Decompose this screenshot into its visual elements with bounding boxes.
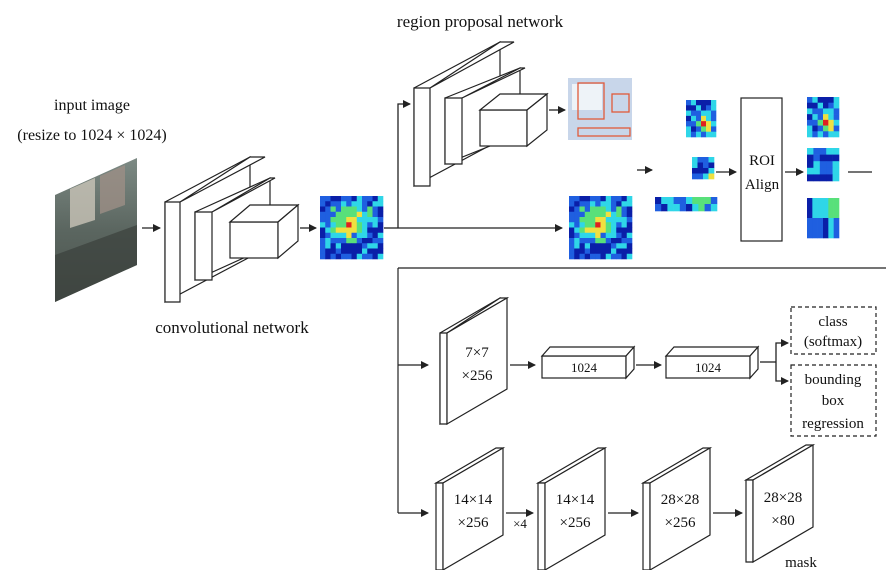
mask-block-2-label-2: ×256 <box>560 515 591 531</box>
resize-note: (resize to 1024 × 1024) <box>17 127 166 144</box>
times4-label: ×4 <box>513 516 527 531</box>
conv-network-block <box>164 156 300 303</box>
conv-title: convolutional network <box>155 318 309 337</box>
aligned-region-1 <box>807 97 840 138</box>
mask-block-4-label-2: ×80 <box>771 513 794 529</box>
rpn-title: region proposal network <box>397 12 564 31</box>
mask-block-3-label-2: ×256 <box>665 515 696 531</box>
crop-region-2 <box>692 157 715 180</box>
mask-block-1-label-1: 14×14 <box>454 492 493 508</box>
proposals-icon <box>568 78 632 140</box>
bbox-label-1: bounding <box>805 372 862 388</box>
fc-input-label-1: 7×7 <box>465 345 489 361</box>
roi-label-1: ROI <box>749 153 775 169</box>
aligned-region-2 <box>807 148 840 182</box>
class-output-box <box>790 306 877 355</box>
mask-block-4-label-1: 28×28 <box>764 490 802 506</box>
fc-input-block <box>439 296 510 426</box>
fc-input-label-2: ×256 <box>462 368 493 384</box>
crop-region-3 <box>655 197 718 212</box>
mask-block-3-label-1: 28×28 <box>661 492 699 508</box>
aligned-region-3 <box>807 198 840 239</box>
bbox-label-3: regression <box>802 416 864 432</box>
mask-block-2 <box>535 446 608 570</box>
arrow-to-bbox <box>775 362 789 385</box>
roi-label-2: Align <box>745 177 780 193</box>
feature-map-icon <box>320 196 384 260</box>
bbox-label-2: box <box>822 393 845 409</box>
bbox-output-box <box>790 364 877 437</box>
class-label-1: class <box>818 314 847 330</box>
mask-block-4 <box>743 443 816 564</box>
mask-block-1-label-2: ×256 <box>458 515 489 531</box>
input-photo-icon <box>55 158 137 302</box>
roi-align-block <box>740 97 783 242</box>
feature-map-roi-icon <box>569 196 633 260</box>
rpn-block <box>413 40 549 188</box>
fc2-label: 1024 <box>695 360 722 375</box>
fc1-block <box>540 345 636 380</box>
class-label-2: (softmax) <box>804 334 862 350</box>
fc2-block <box>664 345 760 380</box>
crop-region-1 <box>686 100 717 138</box>
arrow-to-rpn <box>397 100 411 228</box>
mask-block-2-label-1: 14×14 <box>556 492 595 508</box>
mask-label: mask <box>785 555 817 570</box>
input-image-title: input image <box>54 97 130 114</box>
mask-block-1 <box>433 446 506 570</box>
fc1-label: 1024 <box>571 360 598 375</box>
arrow-to-class <box>775 339 789 362</box>
mask-block-3 <box>640 446 713 570</box>
